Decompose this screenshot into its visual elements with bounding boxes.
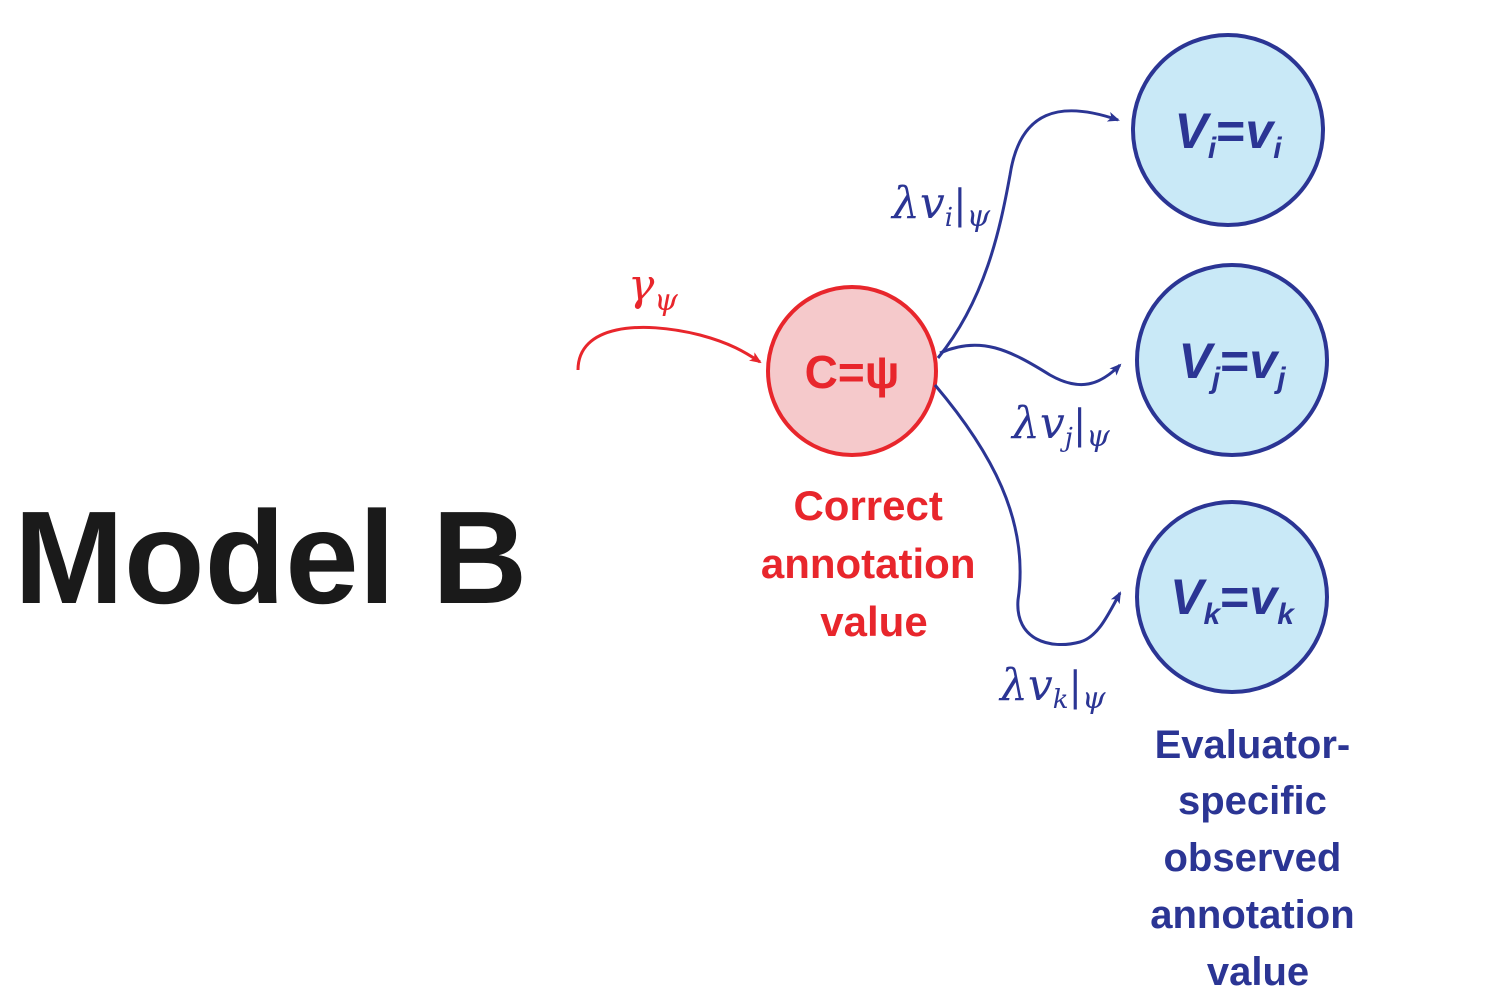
edge-label-sub: k bbox=[1053, 685, 1069, 715]
evaluator-node-k bbox=[1135, 500, 1329, 694]
prior-arrow bbox=[576, 325, 762, 371]
model-title: Model B bbox=[14, 484, 527, 631]
edge-label-bar: | bbox=[1073, 402, 1086, 448]
evaluator-node-i bbox=[1131, 33, 1325, 227]
node-sub: i bbox=[1273, 132, 1282, 165]
prior-sub: ψ bbox=[654, 283, 678, 318]
correct-node-label: C=ψ bbox=[805, 346, 900, 398]
edge-label-v: v bbox=[920, 178, 945, 229]
edge-label-i: λvi|ψ bbox=[890, 178, 991, 234]
edge-label-v: v bbox=[1028, 660, 1053, 711]
evaluator-caption-line: Evaluator- bbox=[1155, 723, 1351, 767]
correct-node bbox=[766, 285, 938, 457]
evaluator-node-j-label: Vj=vj bbox=[1178, 333, 1286, 395]
lambda-symbol: λ bbox=[1010, 398, 1040, 449]
edge-label-v: v bbox=[1040, 398, 1065, 449]
node-V: V bbox=[1178, 333, 1215, 389]
evaluator-node-i-label: Vi=vi bbox=[1174, 103, 1282, 165]
node-v: v bbox=[1249, 333, 1280, 389]
edge-to-vj bbox=[939, 343, 1122, 387]
edge-label-cond: ψ bbox=[1082, 681, 1106, 716]
node-sub: i bbox=[1208, 132, 1217, 165]
correct-caption-line: annotation bbox=[761, 540, 976, 587]
node-sub: j bbox=[1208, 362, 1221, 395]
evaluator-caption-line: observed bbox=[1164, 836, 1342, 880]
evaluator-caption-line: value bbox=[1207, 950, 1309, 994]
evaluator-caption: Evaluator- specific observed annotation … bbox=[1150, 723, 1366, 994]
edge-label-sub: i bbox=[945, 203, 953, 233]
node-eq: = bbox=[1220, 333, 1249, 389]
correct-caption-line: Correct bbox=[793, 482, 942, 529]
evaluator-node-j bbox=[1135, 263, 1329, 457]
node-V: V bbox=[1170, 569, 1207, 625]
node-V: V bbox=[1174, 103, 1211, 159]
edge-label-cond: ψ bbox=[1086, 419, 1110, 454]
correct-caption-line: value bbox=[820, 598, 927, 645]
correct-caption: Correct annotation value bbox=[761, 482, 987, 645]
edge-label-cond: ψ bbox=[967, 199, 991, 234]
evaluator-node-k-label: Vk=vk bbox=[1170, 569, 1295, 631]
evaluator-caption-line: specific bbox=[1178, 779, 1327, 823]
node-sub: k bbox=[1203, 598, 1221, 631]
edge-label-bar: | bbox=[953, 182, 966, 228]
edge-label-bar: | bbox=[1069, 664, 1082, 710]
node-eq: = bbox=[1220, 569, 1249, 625]
edge-label-k: λvk|ψ bbox=[998, 660, 1106, 716]
node-v: v bbox=[1245, 103, 1276, 159]
prior-label: γψ bbox=[628, 260, 678, 318]
edge-to-vi bbox=[936, 109, 1120, 359]
evaluator-caption-line: annotation bbox=[1150, 893, 1354, 937]
edge-to-vk bbox=[933, 384, 1122, 647]
node-sub: j bbox=[1273, 362, 1286, 395]
prior-gamma: γ bbox=[628, 260, 655, 311]
node-v: v bbox=[1249, 569, 1280, 625]
node-eq: = bbox=[1216, 103, 1245, 159]
node-sub: k bbox=[1277, 598, 1295, 631]
lambda-symbol: λ bbox=[890, 178, 920, 229]
lambda-symbol: λ bbox=[998, 660, 1028, 711]
edge-label-j: λvj|ψ bbox=[1010, 398, 1110, 454]
